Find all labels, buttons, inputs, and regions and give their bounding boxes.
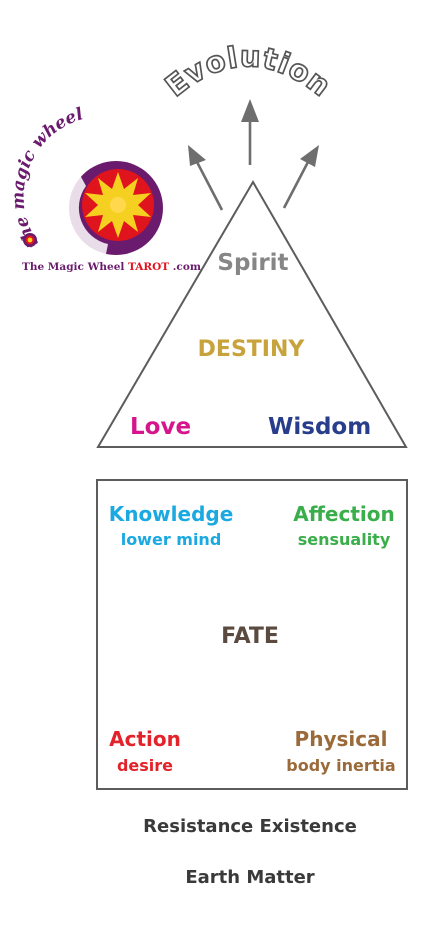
arrow-right bbox=[282, 161, 310, 209]
evolution-heading: Evolution bbox=[159, 39, 338, 103]
fate-label: FATE bbox=[221, 624, 279, 649]
spirit-label: Spirit bbox=[217, 250, 289, 276]
logo-caption-prefix: The Magic Wheel bbox=[22, 261, 129, 273]
resistance-existence-label: Resistance Existence bbox=[143, 816, 357, 837]
magic-wheel-logo: the magic wheel bbox=[8, 104, 163, 255]
physical-label: Physical bbox=[294, 727, 388, 751]
destiny-triangle bbox=[96, 180, 408, 448]
logo-caption-tarot: TAROT bbox=[128, 261, 170, 273]
logo-small-sun-icon bbox=[23, 233, 37, 247]
logo-caption: The Magic Wheel TAROT .com bbox=[22, 261, 201, 273]
desire-label: desire bbox=[116, 756, 174, 775]
fate-square bbox=[96, 479, 408, 790]
arrow-center-head bbox=[241, 99, 259, 122]
knowledge-label: Knowledge bbox=[108, 502, 234, 526]
love-label: Love bbox=[130, 414, 192, 440]
destiny-label: DESTINY bbox=[197, 337, 305, 362]
lower-mind-label: lower mind bbox=[120, 530, 222, 549]
logo-wheel-icon bbox=[66, 161, 163, 255]
wisdom-label: Wisdom bbox=[268, 414, 372, 440]
action-label: Action bbox=[109, 727, 181, 751]
arrow-left-head bbox=[188, 145, 206, 166]
arrow-left bbox=[195, 161, 224, 211]
sensuality-label: sensuality bbox=[297, 530, 391, 549]
earth-matter-label: Earth Matter bbox=[185, 867, 315, 888]
affection-label: Affection bbox=[293, 502, 395, 526]
body-inertia-label: body inertia bbox=[286, 756, 396, 775]
logo-caption-suffix: .com bbox=[169, 261, 201, 273]
evolution-arrows bbox=[188, 99, 319, 211]
arrow-right-head bbox=[300, 145, 319, 167]
